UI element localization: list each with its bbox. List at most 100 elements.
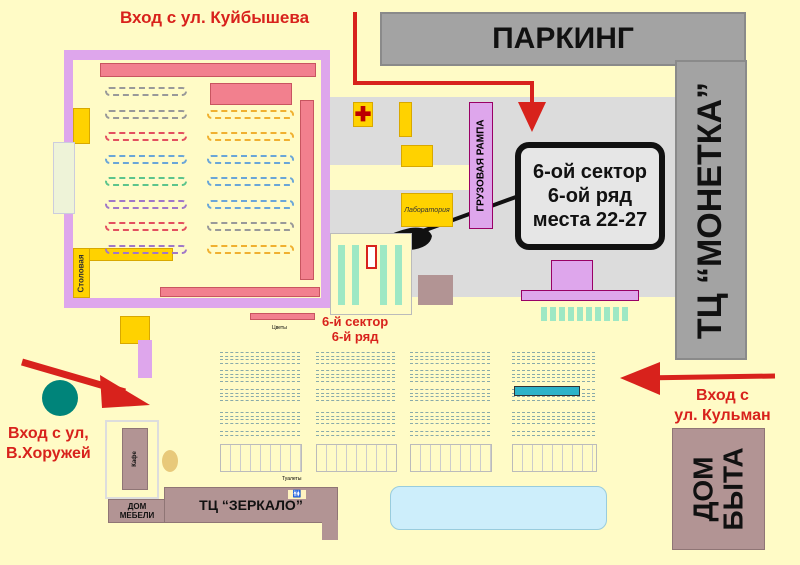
dom-mebeli-building: ДОМ МЕБЕЛИ [108,499,166,523]
dark-stall [514,386,580,396]
market-row [220,419,300,424]
market-row [410,377,490,382]
aisle-left [105,154,187,164]
flowers-label: Цветы [272,325,287,331]
market-row [512,396,595,401]
market-row [316,431,395,436]
entrance-north-label: Вход с ул. Куйбышева [120,8,310,27]
shops-right-col [300,100,314,280]
zerkalo-label: ТЦ “ЗЕРКАЛО” [199,497,303,513]
market-row [220,389,300,394]
stall-grid [220,444,302,472]
market-row [316,412,395,417]
west-gate [53,142,75,214]
aisle-right [207,154,294,164]
aisle-right [207,132,294,141]
cafe-building: Кафе [122,428,148,490]
blue-pavilion [390,486,607,530]
lilac-kiosk [138,340,152,378]
dom-byta-label: ДОМ БЫТА [687,447,749,531]
market-row [220,412,300,417]
market-row [220,377,300,382]
green-stall [395,245,402,305]
cafe-outline [105,420,159,499]
brown-building [418,275,453,305]
market-row [316,370,395,375]
market-row [410,419,490,424]
market-row [220,370,300,375]
market-row [512,359,595,364]
green-stall [604,307,610,321]
entrance-east-line2: ул. Кульман [674,407,771,424]
row-label: 6-й ряд [331,329,379,344]
arrow-east-shaft [639,373,776,381]
flowers-stalls [250,313,315,320]
aisle-left [105,132,187,141]
toilets-label: Туалеты [282,476,302,482]
callout-places: места 22-27 [532,209,648,231]
market-row [410,370,490,375]
arrow-east-head [620,362,660,395]
green-stall [568,307,574,321]
shops-bottom-row [160,287,320,297]
market-row [316,389,395,394]
entrance-west-line1: Вход с ул, [8,425,89,442]
green-stall [622,307,628,321]
teal-circle [42,380,78,416]
green-stall [613,307,619,321]
market-row [316,359,395,364]
green-stall [595,307,601,321]
utility-block [521,290,639,301]
shops-top-block [210,83,292,105]
market-row [410,352,490,357]
office-block [399,102,412,137]
green-stall [559,307,565,321]
entrance-east-line1: Вход с [696,387,749,404]
market-row [512,352,595,357]
market-row [220,396,300,401]
zerkalo-building: ТЦ “ЗЕРКАЛО” [164,487,338,523]
laboratory-label: Лаборатория [404,206,450,214]
target-stall-marker[interactable] [366,245,377,269]
storage-room [551,260,593,294]
dom-byta-line2: БЫТА [717,447,749,531]
green-stall [541,307,547,321]
green-stall [380,245,387,305]
aisle-left [105,244,187,254]
cargo-ramp: ГРУЗОВАЯ РАМПА [469,102,493,229]
location-callout: 6-ой сектор 6-ой ряд места 22-27 [515,142,665,250]
aisle-right [207,199,294,209]
dom-byta-building: ДОМ БЫТА [672,428,765,550]
arrow-north-path [353,12,534,108]
market-row [410,396,490,401]
aisle-left [105,87,187,96]
yard-passage [330,165,470,190]
stall-grid [512,444,597,472]
market-row [410,389,490,394]
market-row [512,370,595,375]
entrance-east-label: Вход с ул. Кульман [660,386,785,426]
green-stall [352,245,359,305]
round-kiosk [162,450,178,472]
stall-grid [316,444,397,472]
aisle-left [105,109,187,119]
market-row [220,352,300,357]
dom-byta-line1: ДОМ [687,456,719,522]
market-row [316,396,395,401]
entrance-west-line2: В.Хоружей [6,445,91,462]
market-row [316,377,395,382]
market-row [512,377,595,382]
shops-top-row [100,63,316,77]
green-stall [550,307,556,321]
aisle-right [207,222,294,231]
market-row [316,419,395,424]
dom-mebeli-line1: ДОМ [127,502,147,511]
zerkalo-annex [322,520,338,540]
parking-label: ПАРКИНГ [492,22,634,55]
info-kiosk [73,108,90,144]
callout-sector: 6-ой сектор [532,161,648,183]
green-stall [577,307,583,321]
market-row [512,419,595,424]
green-stall [338,245,345,305]
